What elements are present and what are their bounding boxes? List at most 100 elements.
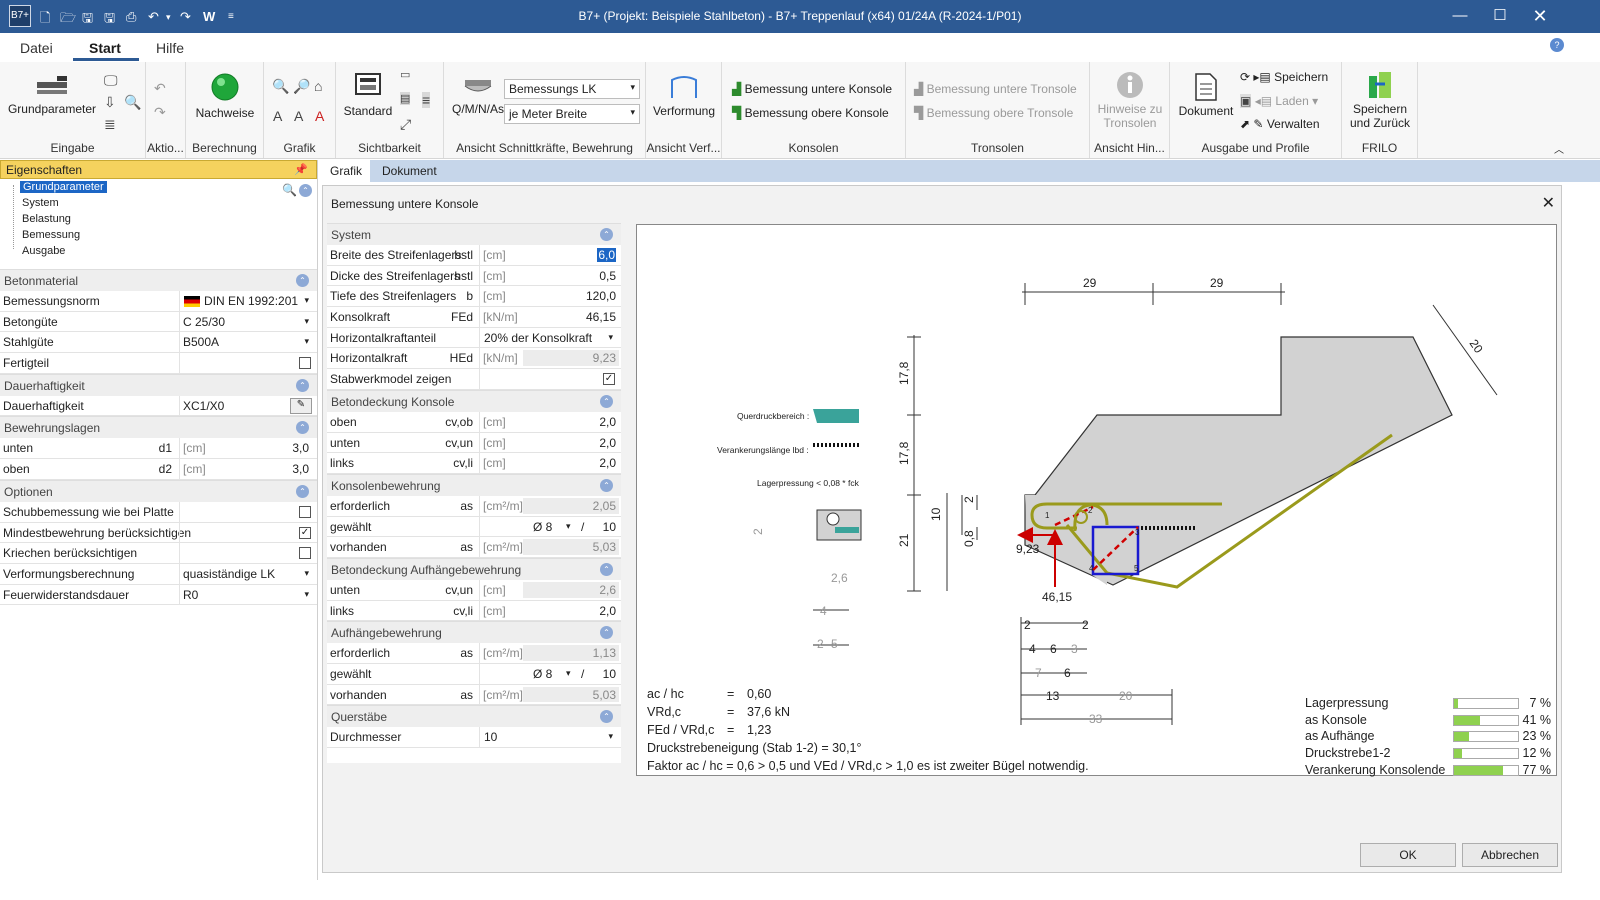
ok-button[interactable]: OK [1360, 843, 1456, 867]
tab-grafik[interactable]: Grafik [322, 160, 371, 182]
home-icon[interactable]: ⌂ [314, 78, 323, 94]
section-konsolenbewehrung[interactable]: Konsolenbewehrung⌃ [327, 473, 621, 496]
new-file-icon[interactable]: 🗋 [40, 10, 51, 25]
word-icon[interactable]: W [203, 9, 216, 24]
format-icon[interactable]: ≣ [104, 116, 116, 132]
tree-item-grundparameter[interactable]: Grundparameter [20, 181, 107, 193]
section-betondeckung-aufhaenge[interactable]: Betondeckung Aufhängebewehrung⌃ [327, 557, 621, 580]
verwalten-profile-button[interactable]: ⬈ ✎ Verwalten [1240, 117, 1320, 131]
zoom-in-icon[interactable]: 🔎 [293, 78, 311, 94]
section-querstaebe[interactable]: Querstäbe⌃ [327, 705, 621, 728]
bemessung-obere-tronsole-button[interactable]: ▜ Bemessung obere Tronsole [914, 106, 1074, 120]
tab-hilfe[interactable]: Hilfe [156, 40, 185, 56]
section-optionen[interactable]: Optionen⌃ [0, 479, 317, 502]
bemessung-obere-konsole-button[interactable]: ▜ Bemessung obere Konsole [732, 106, 889, 120]
save-icon[interactable]: 🖫 [82, 10, 94, 25]
print-icon[interactable]: ⎙ [126, 9, 137, 24]
search-graphic-icon[interactable]: 🔍 [272, 78, 290, 94]
standard-button[interactable]: Standard [342, 72, 394, 118]
visibility-toggle-3-icon[interactable]: ≡ [422, 92, 431, 108]
speichern-profile-button[interactable]: ⟳ ▸▤ Speichern [1240, 70, 1329, 84]
row-stabwerkmodel[interactable]: Stabwerkmodel zeigen✓ [327, 369, 621, 390]
collapse-ribbon-icon[interactable]: ︿ [1554, 145, 1564, 156]
tree-item-system[interactable]: System [22, 197, 59, 209]
search-icon[interactable]: 🔍 [282, 183, 297, 197]
pin-icon[interactable]: 📌 [294, 164, 308, 176]
font-smaller-icon[interactable]: A [294, 108, 304, 124]
visibility-toggle-1-icon[interactable]: ▭ [400, 69, 411, 81]
text-color-icon[interactable]: A [315, 108, 325, 124]
section-system[interactable]: System⌃ [327, 223, 621, 245]
speichern-und-zurueck-button[interactable]: Speichern und Zurück [1344, 70, 1416, 130]
tab-datei[interactable]: Datei [20, 40, 53, 56]
stabwerkmodel-checkbox[interactable]: ✓ [603, 373, 615, 386]
fertigteil-checkbox[interactable] [299, 357, 311, 370]
undo-icon[interactable]: ↶ [148, 9, 159, 24]
zoom-icon[interactable]: 🔍 [124, 94, 142, 110]
bemessung-untere-konsole-button[interactable]: ▟ Bemessung untere Konsole [732, 82, 893, 96]
edit-icon[interactable]: ✎ [290, 397, 312, 414]
section-aufhaengebewehrung[interactable]: Aufhängebewehrung⌃ [327, 621, 621, 644]
hinweise-tronsolen-button[interactable]: Hinweise zu Tronsolen [1094, 70, 1166, 130]
visibility-toggle-2-icon[interactable]: ▤ [400, 92, 411, 105]
qmnas-button[interactable]: Q/M/N/As [450, 70, 506, 116]
tab-dokument[interactable]: Dokument [382, 164, 437, 178]
bemessung-untere-tronsole-button[interactable]: ▟ Bemessung untere Tronsole [914, 82, 1077, 96]
tree-item-ausgabe[interactable]: Ausgabe [22, 245, 66, 257]
undo-ribbon-icon[interactable]: ↶ [154, 80, 166, 96]
nachweise-button[interactable]: Nachweise [192, 72, 258, 120]
mindestbewehrung-checkbox[interactable]: ✓ [299, 526, 311, 539]
verformung-button[interactable]: Verformung [652, 72, 716, 118]
font-bigger-icon[interactable]: A [273, 108, 283, 124]
lk-combo[interactable]: Bemessungs LK [504, 79, 640, 99]
dialog-close-icon[interactable]: ✕ [1541, 195, 1555, 212]
tab-start[interactable]: Start [89, 40, 121, 56]
row-kriechen[interactable]: Kriechen berücksichtigen [0, 543, 317, 564]
visibility-toggle-4-icon[interactable]: ⤢ [400, 116, 412, 132]
section-bewehrungslagen[interactable]: Bewehrungslagen⌃ [0, 416, 317, 439]
save-all-icon[interactable]: 🖫 [104, 10, 116, 25]
tree-item-bemessung[interactable]: Bemessung [22, 229, 81, 241]
cancel-button[interactable]: Abbrechen [1462, 843, 1558, 867]
customize-toolbar-icon[interactable]: ≡ [228, 11, 234, 22]
undo-dropdown-icon[interactable]: ▾ [166, 12, 171, 22]
laden-profile-button[interactable]: ▣ ◂▤ Laden ▾ [1240, 94, 1319, 108]
dokument-button[interactable]: Dokument [1176, 72, 1236, 118]
row-fertigteil[interactable]: Fertigteil [0, 353, 317, 374]
kb-diameter-select[interactable]: Ø 8 [533, 519, 553, 534]
close-window-icon[interactable]: ✕ [1532, 6, 1548, 26]
kriechen-checkbox[interactable] [299, 547, 311, 560]
redo-icon[interactable]: ↷ [180, 9, 191, 24]
section-betondeckung-konsole[interactable]: Betondeckung Konsole⌃ [327, 389, 621, 412]
section-betonmaterial[interactable]: Betonmaterial⌃ [0, 269, 317, 291]
redo-ribbon-icon[interactable]: ↷ [154, 104, 166, 120]
width-combo[interactable]: je Meter Breite [504, 104, 640, 124]
expand-all-icon[interactable]: ⌃ [299, 184, 312, 197]
row-schubbemessung[interactable]: Schubbemessung wie bei Platte [0, 501, 317, 523]
screen-icon[interactable]: 🖵 [104, 72, 118, 88]
import-icon[interactable]: ⇩ [104, 94, 116, 110]
section-dauerhaftigkeit[interactable]: Dauerhaftigkeit⌃ [0, 373, 317, 396]
row-mindestbewehrung[interactable]: Mindestbewehrung berücksichtigen✓ [0, 522, 317, 544]
grundparameter-button[interactable]: Grundparameter [6, 74, 98, 116]
